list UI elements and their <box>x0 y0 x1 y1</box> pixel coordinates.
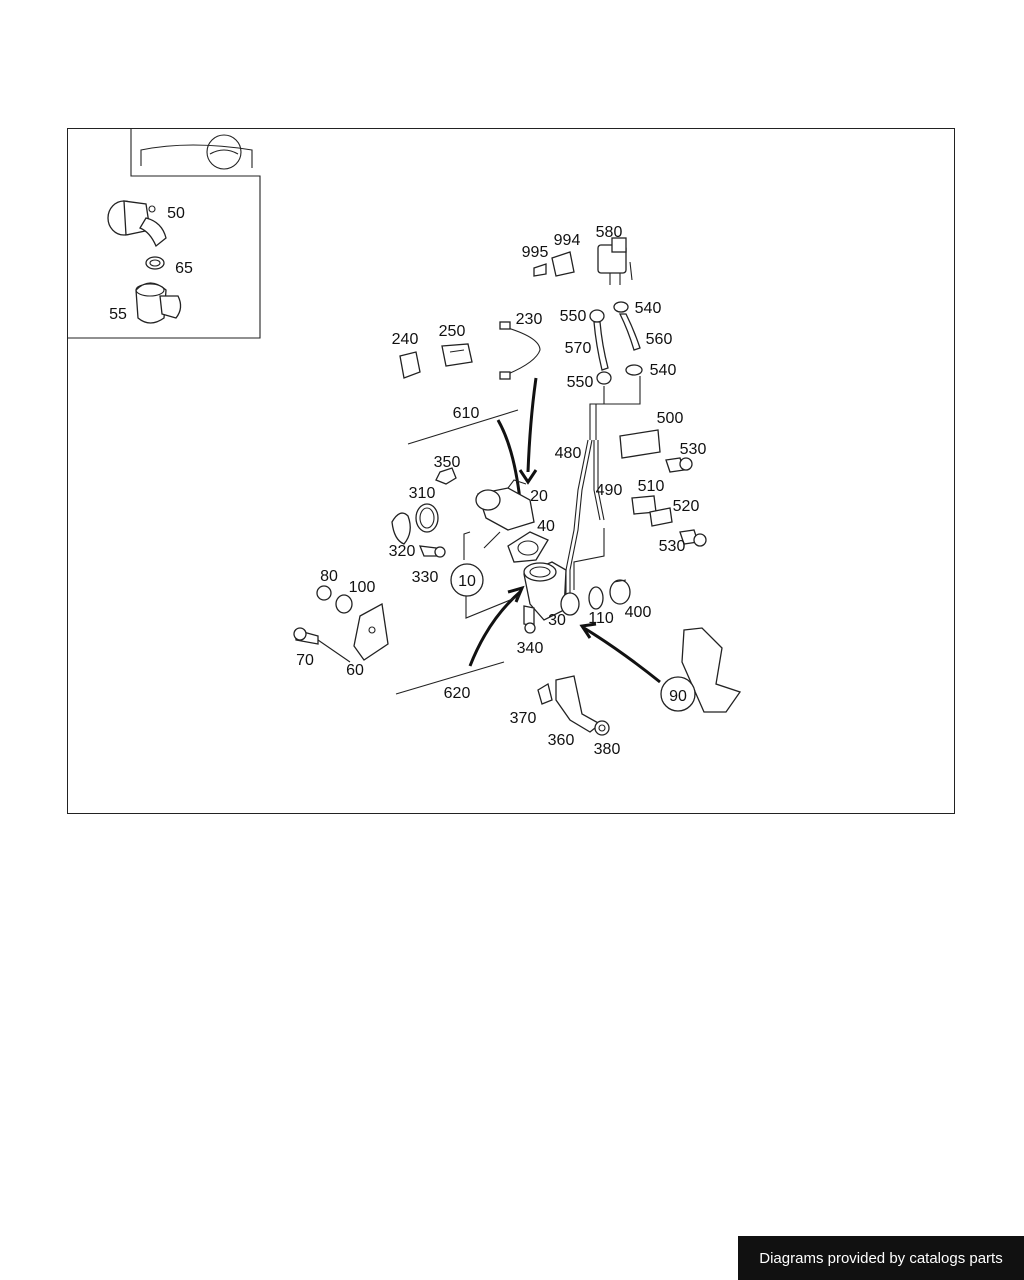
callout-360: 360 <box>548 732 575 749</box>
part-620-rod <box>395 661 505 695</box>
part-995-screw <box>533 263 547 277</box>
callout-480: 480 <box>555 445 582 462</box>
part-110-gasket <box>588 586 604 610</box>
callout-320: 320 <box>389 543 416 560</box>
callout-50: 50 <box>167 205 185 222</box>
callout-380: 380 <box>594 741 621 758</box>
callout-40: 40 <box>537 518 555 535</box>
part-540-cap-upper <box>613 301 629 313</box>
part-580-pressure-sensor <box>597 237 633 285</box>
part-240-holder <box>399 351 421 379</box>
part-540-cap-lower <box>625 364 643 376</box>
callout-20: 20 <box>530 488 548 505</box>
callout-550-lower: 550 <box>567 374 594 391</box>
callout-560: 560 <box>646 331 673 348</box>
callout-620: 620 <box>444 685 471 702</box>
callout-60: 60 <box>346 662 364 679</box>
part-20-exhaust-pipe <box>475 479 535 531</box>
callout-240: 240 <box>392 331 419 348</box>
part-330-screw <box>418 545 446 558</box>
callout-330: 330 <box>412 569 439 586</box>
callout-70: 70 <box>296 652 314 669</box>
callout-510: 510 <box>638 478 665 495</box>
part-610-rod <box>407 409 519 445</box>
callout-530-upper: 530 <box>680 441 707 458</box>
part-490-pressure-pipe <box>573 440 605 590</box>
callout-10-group <box>450 563 521 619</box>
part-550-clamp-upper <box>589 309 605 323</box>
callout-250: 250 <box>439 323 466 340</box>
callout-540-upper: 540 <box>635 300 662 317</box>
callout-110: 110 <box>588 610 614 627</box>
callout-labels: 50 65 55 580 994 995 540 550 560 570 550… <box>109 205 706 758</box>
arrowhead-90 <box>579 622 597 639</box>
callout-570: 570 <box>565 340 592 357</box>
part-40-gasket <box>507 531 549 563</box>
part-70-bolt <box>293 627 319 645</box>
callout-340: 340 <box>517 640 544 657</box>
part-380-nut <box>594 720 610 736</box>
callout-90: 90 <box>669 688 687 705</box>
callout-994: 994 <box>554 232 581 249</box>
part-550-clamp-lower <box>596 371 612 385</box>
callout-100: 100 <box>349 579 376 596</box>
part-994-bracket <box>551 251 575 277</box>
callout-370: 370 <box>510 710 537 727</box>
part-520-bracket <box>649 507 673 527</box>
arrow-620-to-30 <box>468 590 521 667</box>
callout-310: 310 <box>409 485 436 502</box>
part-570-hose <box>593 321 609 371</box>
part-360-bracket <box>555 675 602 733</box>
callout-80: 80 <box>320 568 338 585</box>
callout-550-upper: 550 <box>560 308 587 325</box>
callout-995: 995 <box>522 244 549 261</box>
arrow-90-to-30 <box>583 626 661 684</box>
callout-10: 10 <box>458 573 476 590</box>
part-340-screw <box>523 605 536 634</box>
part-230-oxygen-sensor <box>499 321 541 380</box>
part-480-pressure-pipe <box>565 439 593 600</box>
part-370-clip <box>537 682 553 705</box>
part-50-catalytic-converter <box>107 200 167 248</box>
callout-30: 30 <box>548 612 566 629</box>
callout-580: 580 <box>596 224 623 241</box>
arrow-610-to-20 <box>496 419 522 501</box>
callout-400: 400 <box>625 604 652 621</box>
callout-500: 500 <box>657 410 684 427</box>
part-310-gasket <box>415 503 439 533</box>
part-500-bracket <box>619 429 661 459</box>
callout-65: 65 <box>175 260 193 277</box>
arrow-230-to-20 <box>526 377 538 473</box>
part-55-catalytic-converter <box>135 282 182 324</box>
part-530-bolt-lower <box>679 529 707 547</box>
arrowhead-230 <box>518 469 538 485</box>
part-250-holder <box>441 343 473 367</box>
part-30-catalytic-converter <box>523 561 580 621</box>
callout-540-lower: 540 <box>650 362 677 379</box>
callout-55: 55 <box>109 306 127 323</box>
callout-230: 230 <box>516 311 543 328</box>
footer-attribution-badge: Diagrams provided by catalogs parts <box>738 1236 1024 1280</box>
part-350-nut <box>435 467 457 485</box>
part-60-bracket <box>353 602 389 661</box>
part-320-clamp <box>391 512 411 545</box>
callout-610: 610 <box>453 405 480 422</box>
part-400-clamp <box>609 579 631 605</box>
callout-490: 490 <box>596 482 623 499</box>
callout-530-lower: 530 <box>659 538 686 555</box>
callout-520: 520 <box>673 498 700 515</box>
diagram-frame <box>67 128 955 814</box>
part-100-spacer <box>335 594 353 614</box>
part-560-hose <box>618 313 641 351</box>
variant-inset <box>67 129 261 339</box>
part-530-bolt-upper <box>665 457 693 473</box>
callout-350: 350 <box>434 454 461 471</box>
part-65-clamp <box>145 256 165 270</box>
vehicle-outline-icon <box>140 134 253 170</box>
part-90-heat-shield <box>660 627 742 713</box>
part-80-nut <box>316 585 332 601</box>
